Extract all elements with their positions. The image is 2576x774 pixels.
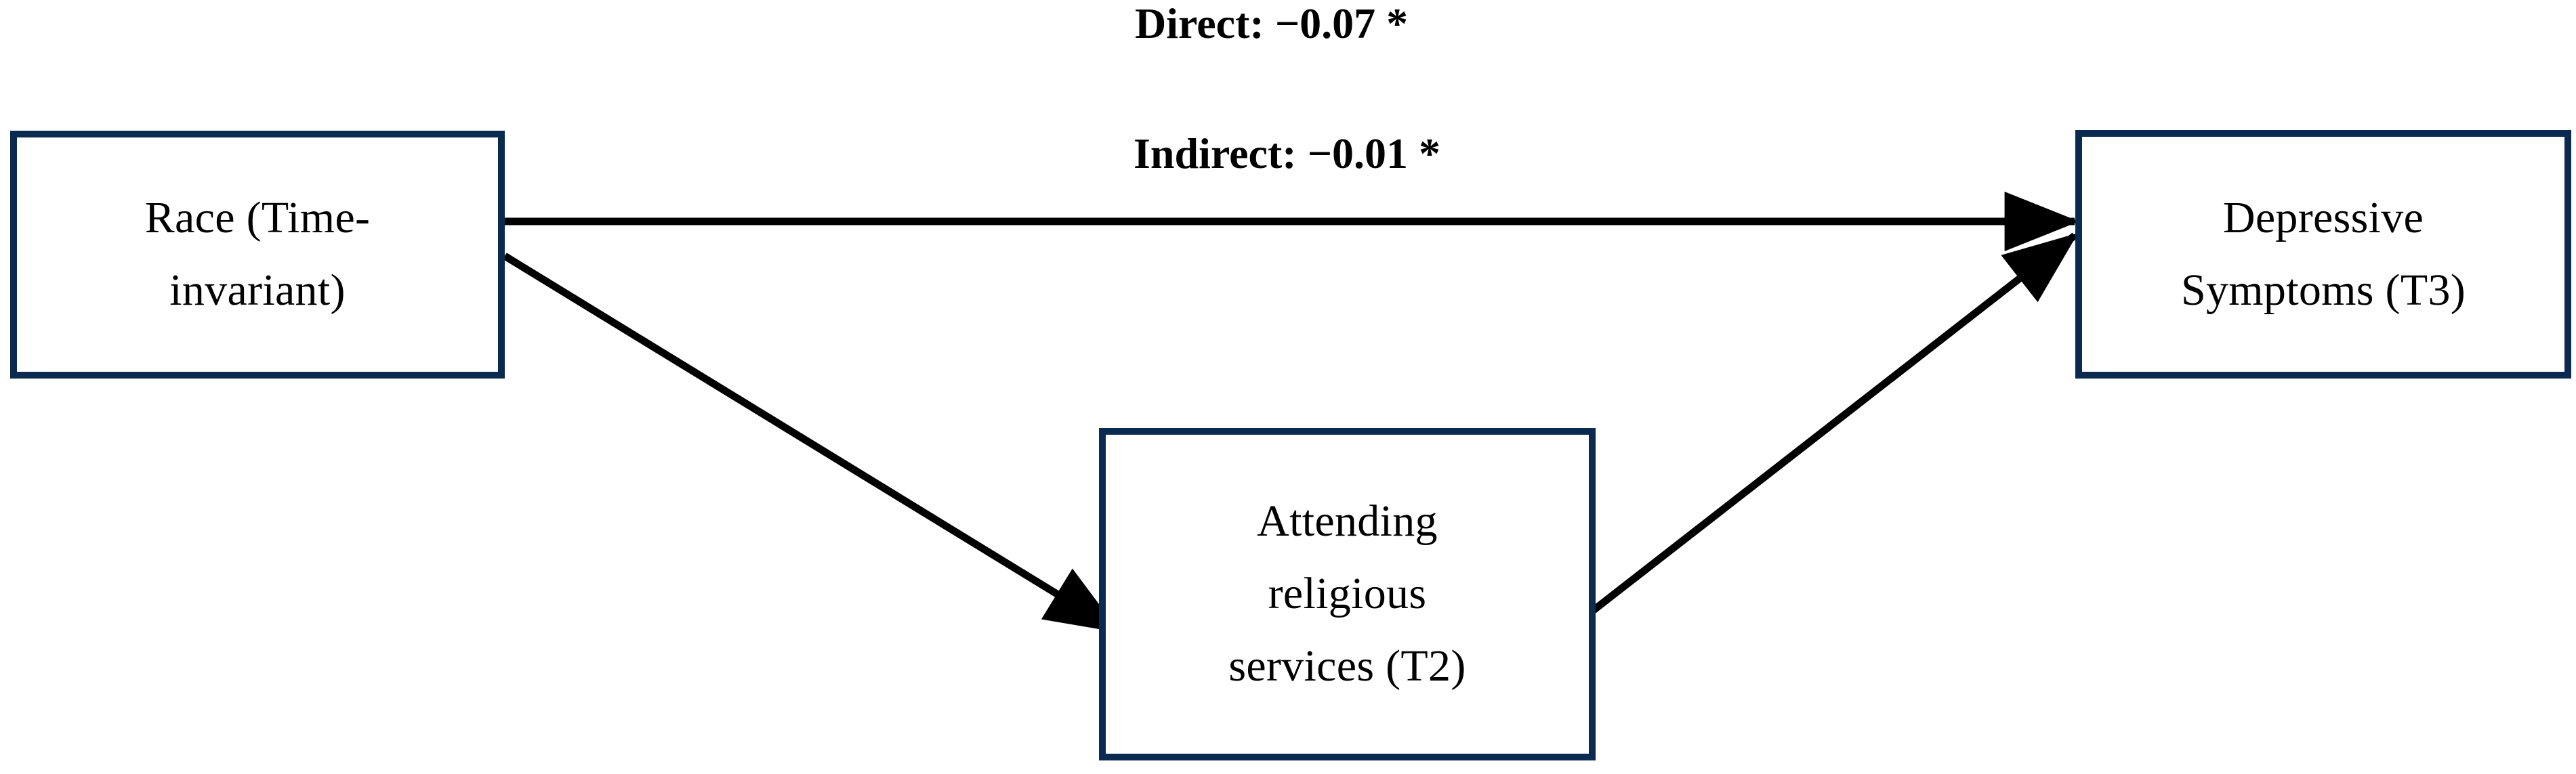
node-depressive-line-1: Depressive xyxy=(2222,192,2424,242)
node-religious-line-3: services (T2) xyxy=(1228,641,1466,691)
node-race-line-2: invariant) xyxy=(169,265,346,315)
edge-race-to-religious xyxy=(503,253,1121,634)
node-attending-religious-services: Attending religious services (T2) xyxy=(1099,428,1596,760)
node-race: Race (Time- invariant) xyxy=(10,131,505,379)
edge-label-direct-effect: Direct: −0.07 * xyxy=(1135,0,1409,47)
node-religious-line-2: religious xyxy=(1268,569,1427,619)
edge-religious-to-depressive xyxy=(1591,232,2079,614)
node-religious-line-1: Attending xyxy=(1257,496,1438,546)
edge-label-indirect-effect: Indirect: −0.01 * xyxy=(1134,129,1441,177)
node-depressive-line-2: Symptoms (T3) xyxy=(2180,265,2466,315)
node-depressive-symptoms: Depressive Symptoms (T3) xyxy=(2075,130,2571,379)
node-race-line-1: Race (Time- xyxy=(144,193,371,243)
